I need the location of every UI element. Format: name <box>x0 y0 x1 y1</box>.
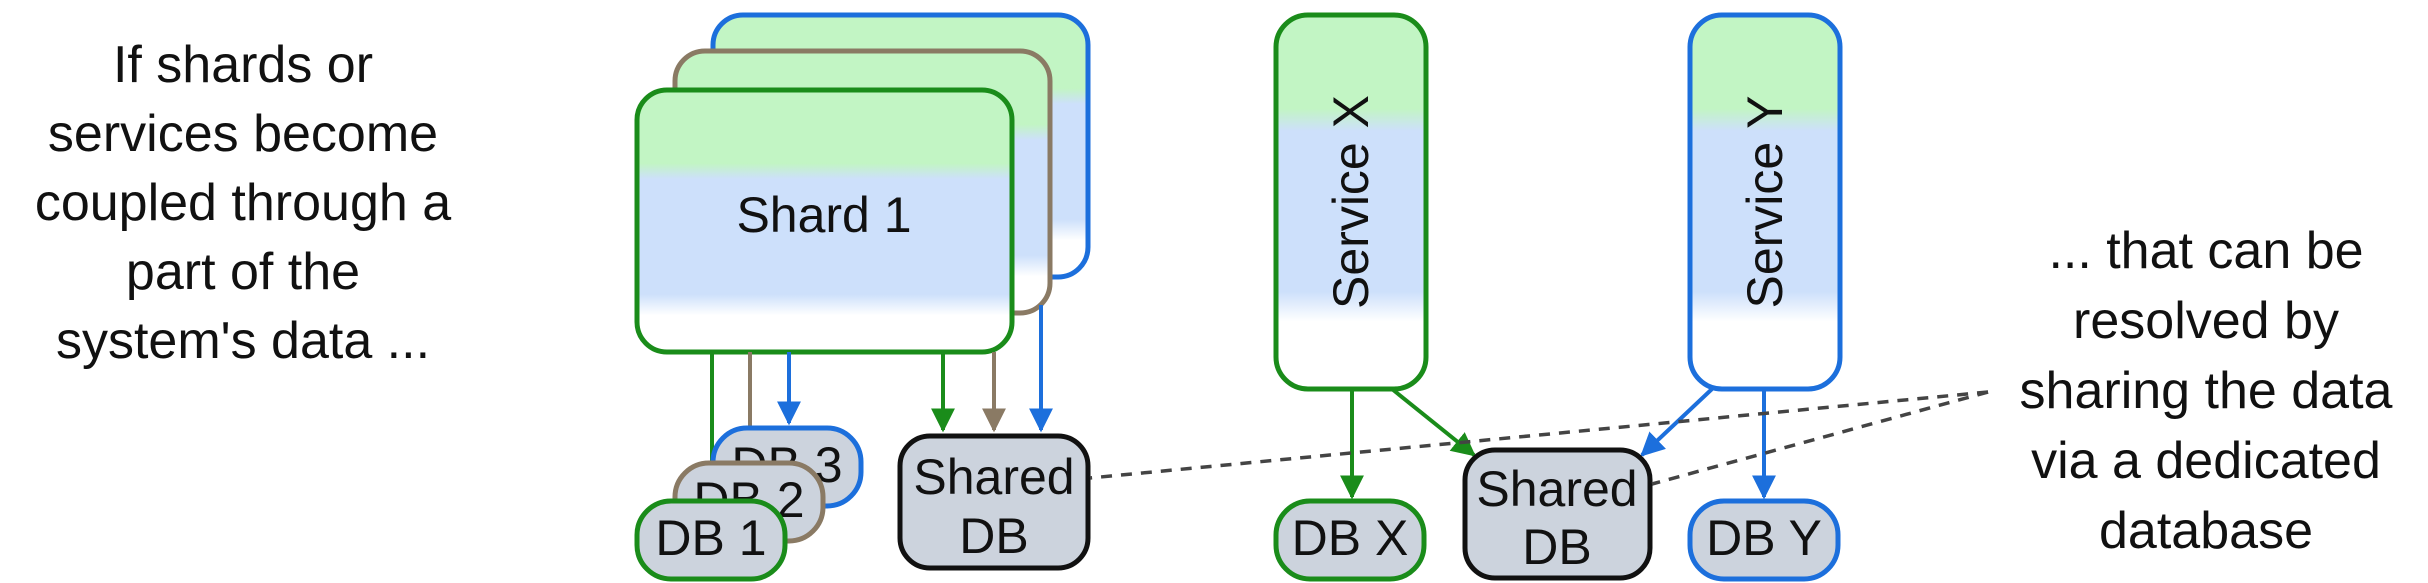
db-y-label: DB Y <box>1706 510 1822 566</box>
shared-db-left-line-2: DB <box>959 508 1028 564</box>
left-caption: If shards or services become coupled thr… <box>35 36 451 370</box>
dashed-link-to-right-shared-db <box>1651 390 1989 486</box>
right-caption-line-5: database <box>2099 502 2313 560</box>
db-1-label: DB 1 <box>655 510 766 566</box>
shard-1-label: Shard 1 <box>736 187 911 243</box>
arrow-service-y-to-shared-db <box>1640 387 1714 457</box>
left-caption-line-4: part of the <box>126 243 360 301</box>
right-caption-line-1: ... that can be <box>2048 222 2363 280</box>
db-y-box <box>1687 498 1841 582</box>
shared-db-right-box <box>1462 447 1653 581</box>
arrow-service-x-to-shared-db <box>1390 387 1476 457</box>
right-caption-line-4: via a dedicated <box>2031 432 2381 490</box>
db-x-box <box>1273 498 1427 582</box>
service-x-label: Service X <box>1323 95 1379 309</box>
db-x-label: DB X <box>1292 510 1409 566</box>
left-caption-line-2: services become <box>48 105 438 163</box>
left-caption-line-1: If shards or <box>113 36 373 94</box>
shared-db-right-line-2: DB <box>1522 519 1591 575</box>
right-caption: ... that can be resolved by sharing the … <box>2020 222 2393 560</box>
shared-db-left-box <box>897 433 1091 571</box>
left-caption-line-3: coupled through a <box>35 174 451 232</box>
left-caption-line-5: system's data ... <box>56 312 430 370</box>
db-1-box <box>634 498 788 582</box>
service-y-label: Service Y <box>1737 95 1793 308</box>
shared-db-left-line-1: Shared <box>913 449 1074 505</box>
right-caption-line-2: resolved by <box>2073 292 2339 350</box>
right-caption-line-3: sharing the data <box>2020 362 2393 420</box>
dashed-link-to-left-shared-db <box>1089 390 1989 480</box>
shard-1-box <box>634 87 1015 355</box>
shared-db-right-line-1: Shared <box>1476 461 1637 517</box>
